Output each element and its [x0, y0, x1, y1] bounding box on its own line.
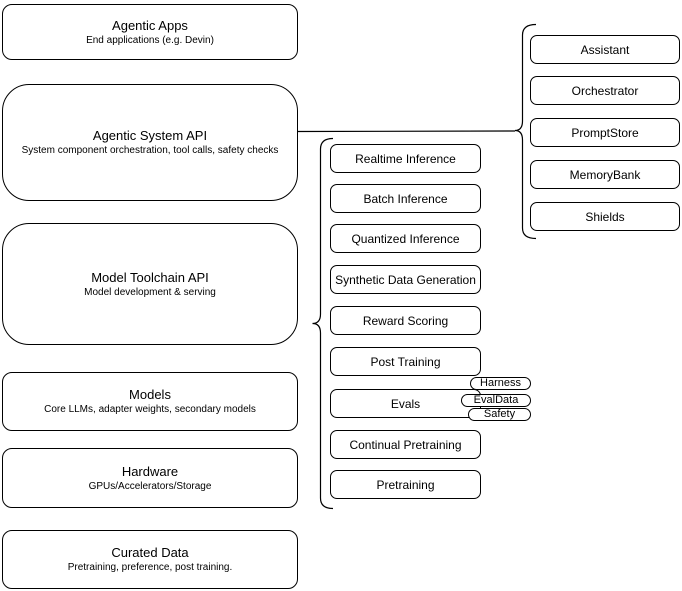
layer-model-toolchain-api: Model Toolchain API Model development & … [2, 223, 298, 345]
node-label: Reward Scoring [362, 313, 449, 328]
layer-subtitle: System component orchestration, tool cal… [21, 145, 279, 156]
toolchain-node-continual-pretraining: Continual Pretraining [330, 430, 481, 459]
toolchain-node-realtime-inference: Realtime Inference [330, 144, 481, 173]
tag-label: Safety [483, 408, 516, 420]
component-node-shields: Shields [530, 202, 680, 231]
system-components-bracket [514, 23, 537, 240]
toolchain-node-quantized-inference: Quantized Inference [330, 224, 481, 253]
toolchain-bracket [312, 137, 334, 510]
node-label: Continual Pretraining [349, 437, 462, 452]
node-label: Evals [390, 396, 421, 411]
node-label: Batch Inference [363, 191, 448, 206]
layer-subtitle: End applications (e.g. Devin) [86, 34, 214, 46]
layer-models: Models Core LLMs, adapter weights, secon… [2, 372, 298, 431]
layer-title: Model Toolchain API [91, 269, 209, 285]
layer-title: Curated Data [111, 545, 189, 560]
node-label: Post Training [370, 354, 441, 369]
layer-curated-data: Curated Data Pretraining, preference, po… [2, 530, 298, 589]
node-label: Realtime Inference [355, 151, 456, 166]
toolchain-node-synthetic-data-generation: Synthetic Data Generation [330, 265, 481, 294]
node-label: Pretraining [376, 477, 435, 492]
layer-title: Agentic System API [92, 128, 208, 143]
evals-tag-harness: Harness [470, 377, 531, 390]
layer-agentic-apps: Agentic Apps End applications (e.g. Devi… [2, 4, 298, 60]
layer-title: Agentic Apps [112, 17, 188, 33]
tag-label: Harness [480, 377, 521, 389]
component-node-assistant: Assistant [530, 35, 680, 64]
evals-tag-evaldata: EvalData [461, 394, 531, 407]
component-node-promptstore: PromptStore [530, 118, 680, 147]
node-label: Quantized Inference [351, 231, 460, 246]
layer-title: Models [129, 387, 171, 402]
node-label: PromptStore [571, 125, 639, 140]
layer-title: Hardware [121, 463, 179, 479]
node-label: Orchestrator [571, 83, 639, 98]
layer-subtitle: Model development & serving [84, 286, 216, 298]
node-label: MemoryBank [569, 167, 641, 182]
node-label: Assistant [580, 42, 630, 57]
toolchain-node-batch-inference: Batch Inference [330, 184, 481, 213]
toolchain-node-pretraining: Pretraining [330, 470, 481, 499]
component-node-orchestrator: Orchestrator [530, 76, 680, 105]
system-api-connector-line [295, 130, 516, 133]
layer-subtitle: GPUs/Accelerators/Storage [88, 480, 212, 492]
layer-hardware: Hardware GPUs/Accelerators/Storage [2, 448, 298, 508]
component-node-memorybank: MemoryBank [530, 160, 680, 189]
layer-agentic-system-api: Agentic System API System component orch… [2, 84, 298, 201]
node-label: Synthetic Data Generation [335, 272, 476, 287]
toolchain-node-reward-scoring: Reward Scoring [330, 306, 481, 335]
toolchain-node-evals: Evals [330, 389, 481, 418]
toolchain-node-post-training: Post Training [330, 347, 481, 376]
tag-label: EvalData [473, 394, 519, 406]
layer-subtitle: Core LLMs, adapter weights, secondary mo… [44, 404, 256, 415]
layer-subtitle: Pretraining, preference, post training. [67, 562, 233, 573]
evals-tag-safety: Safety [468, 408, 531, 421]
node-label: Shields [585, 209, 625, 224]
